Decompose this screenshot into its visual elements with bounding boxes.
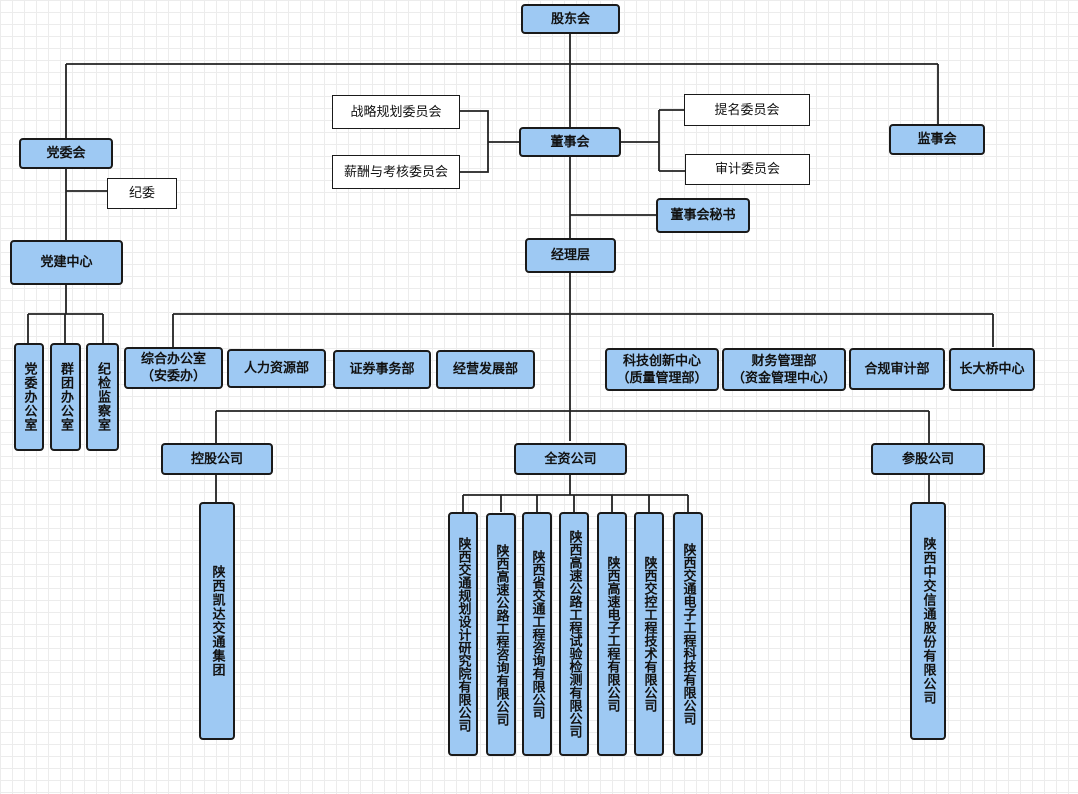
party-committee-box: 党委会 (19, 138, 113, 169)
wholly-sub-box-3: 陕西省交通工程咨询有限公司 (522, 512, 552, 756)
compliance-audit-label: 合规审计部 (864, 361, 930, 377)
securities-department-label: 证券事务部 (349, 362, 415, 377)
finance-department-box: 财务管理部 （资金管理中心） (722, 348, 846, 391)
board-secretary-label: 董事会秘书 (670, 208, 736, 223)
wholly-sub-label-3: 陕西省交通工程咨询有限公司 (529, 549, 545, 719)
compliance-audit-box: 合规审计部 (849, 348, 945, 390)
supervisory-board-box: 监事会 (889, 124, 985, 155)
wholly-owned-companies-box: 全资公司 (514, 443, 627, 475)
bridge-center-box: 长大桥中心 (949, 348, 1035, 391)
participating-companies-box: 参股公司 (871, 443, 985, 475)
party-building-center-label: 党建中心 (40, 255, 93, 270)
party-committee-label: 党委会 (46, 146, 86, 161)
kaida-transport-group-box: 陕西凯达交通集团 (199, 502, 235, 740)
securities-department-box: 证券事务部 (333, 350, 431, 389)
holding-companies-label: 控股公司 (190, 451, 243, 467)
zhongjiao-xintong-box: 陕西中交信通股份有限公司 (910, 502, 946, 740)
wholly-sub-box-6: 陕西交控工程技术有限公司 (634, 512, 664, 756)
business-development-label: 经营发展部 (452, 362, 518, 377)
tech-innovation-center-label: 科技创新中心 （质量管理部） (616, 353, 708, 386)
wholly-sub-label-6: 陕西交控工程技术有限公司 (641, 556, 657, 712)
hr-department-label: 人力资源部 (243, 361, 309, 376)
board-of-directors-box: 董事会 (519, 127, 621, 157)
wholly-sub-label-4: 陕西高速公路工程试验检测有限公司 (566, 530, 582, 738)
discipline-inspection-office-label: 纪检监察室 (95, 362, 110, 432)
nomination-committee-box: 提名委员会 (684, 94, 810, 126)
discipline-inspection-office-box: 纪检监察室 (86, 343, 119, 451)
board-of-directors-label: 董事会 (550, 134, 590, 150)
wholly-sub-box-2: 陕西高速公路工程咨询有限公司 (486, 513, 516, 756)
compensation-committee-label: 薪酬与考核委员会 (343, 164, 448, 180)
wholly-sub-box-7: 陕西交通电子工程科技有限公司 (673, 512, 703, 756)
kaida-transport-group-label: 陕西凯达交通集团 (209, 565, 225, 677)
general-office-label: 综合办公室 （安委办） (140, 352, 206, 384)
wholly-owned-companies-label: 全资公司 (544, 451, 597, 467)
compensation-committee-box: 薪酬与考核委员会 (332, 155, 460, 189)
general-office-box: 综合办公室 （安委办） (124, 347, 223, 389)
discipline-committee-label: 纪委 (128, 186, 155, 201)
bridge-center-label: 长大桥中心 (959, 362, 1025, 377)
wholly-sub-box-4: 陕西高速公路工程试验检测有限公司 (559, 512, 589, 756)
tech-innovation-center-box: 科技创新中心 （质量管理部） (605, 348, 719, 391)
wholly-sub-box-1: 陕西交通规划设计研究院有限公司 (448, 512, 478, 756)
wholly-sub-label-5: 陕西高速电子工程有限公司 (604, 556, 620, 712)
discipline-committee-box: 纪委 (107, 178, 177, 209)
wholly-sub-label-7: 陕西交通电子工程科技有限公司 (680, 543, 696, 725)
audit-committee-label: 审计委员会 (714, 162, 780, 177)
shareholders-meeting-box: 股东会 (521, 4, 620, 34)
mass-org-office-box: 群团办公室 (50, 343, 81, 451)
board-secretary-box: 董事会秘书 (656, 198, 750, 233)
management-box: 经理层 (525, 238, 616, 273)
audit-committee-box: 审计委员会 (685, 154, 810, 185)
wholly-sub-label-2: 陕西高速公路工程咨询有限公司 (493, 543, 509, 726)
holding-companies-box: 控股公司 (161, 443, 273, 475)
party-building-center-box: 党建中心 (10, 240, 123, 285)
zhongjiao-xintong-label: 陕西中交信通股份有限公司 (920, 537, 936, 705)
strategy-committee-label: 战略规划委员会 (350, 104, 442, 120)
finance-department-label: 财务管理部 （资金管理中心） (731, 353, 836, 386)
management-label: 经理层 (550, 248, 590, 263)
party-office-label: 党委办公室 (21, 362, 37, 432)
wholly-sub-label-1: 陕西交通规划设计研究院有限公司 (455, 536, 471, 732)
shareholders-meeting-label: 股东会 (550, 11, 590, 27)
nomination-committee-label: 提名委员会 (714, 102, 780, 118)
hr-department-box: 人力资源部 (227, 349, 326, 388)
supervisory-board-label: 监事会 (917, 132, 957, 147)
party-office-box: 党委办公室 (14, 343, 44, 451)
business-development-box: 经营发展部 (436, 350, 535, 389)
participating-companies-label: 参股公司 (901, 451, 954, 467)
mass-org-office-label: 群团办公室 (58, 362, 73, 432)
wholly-sub-box-5: 陕西高速电子工程有限公司 (597, 512, 627, 756)
strategy-committee-box: 战略规划委员会 (332, 95, 460, 129)
